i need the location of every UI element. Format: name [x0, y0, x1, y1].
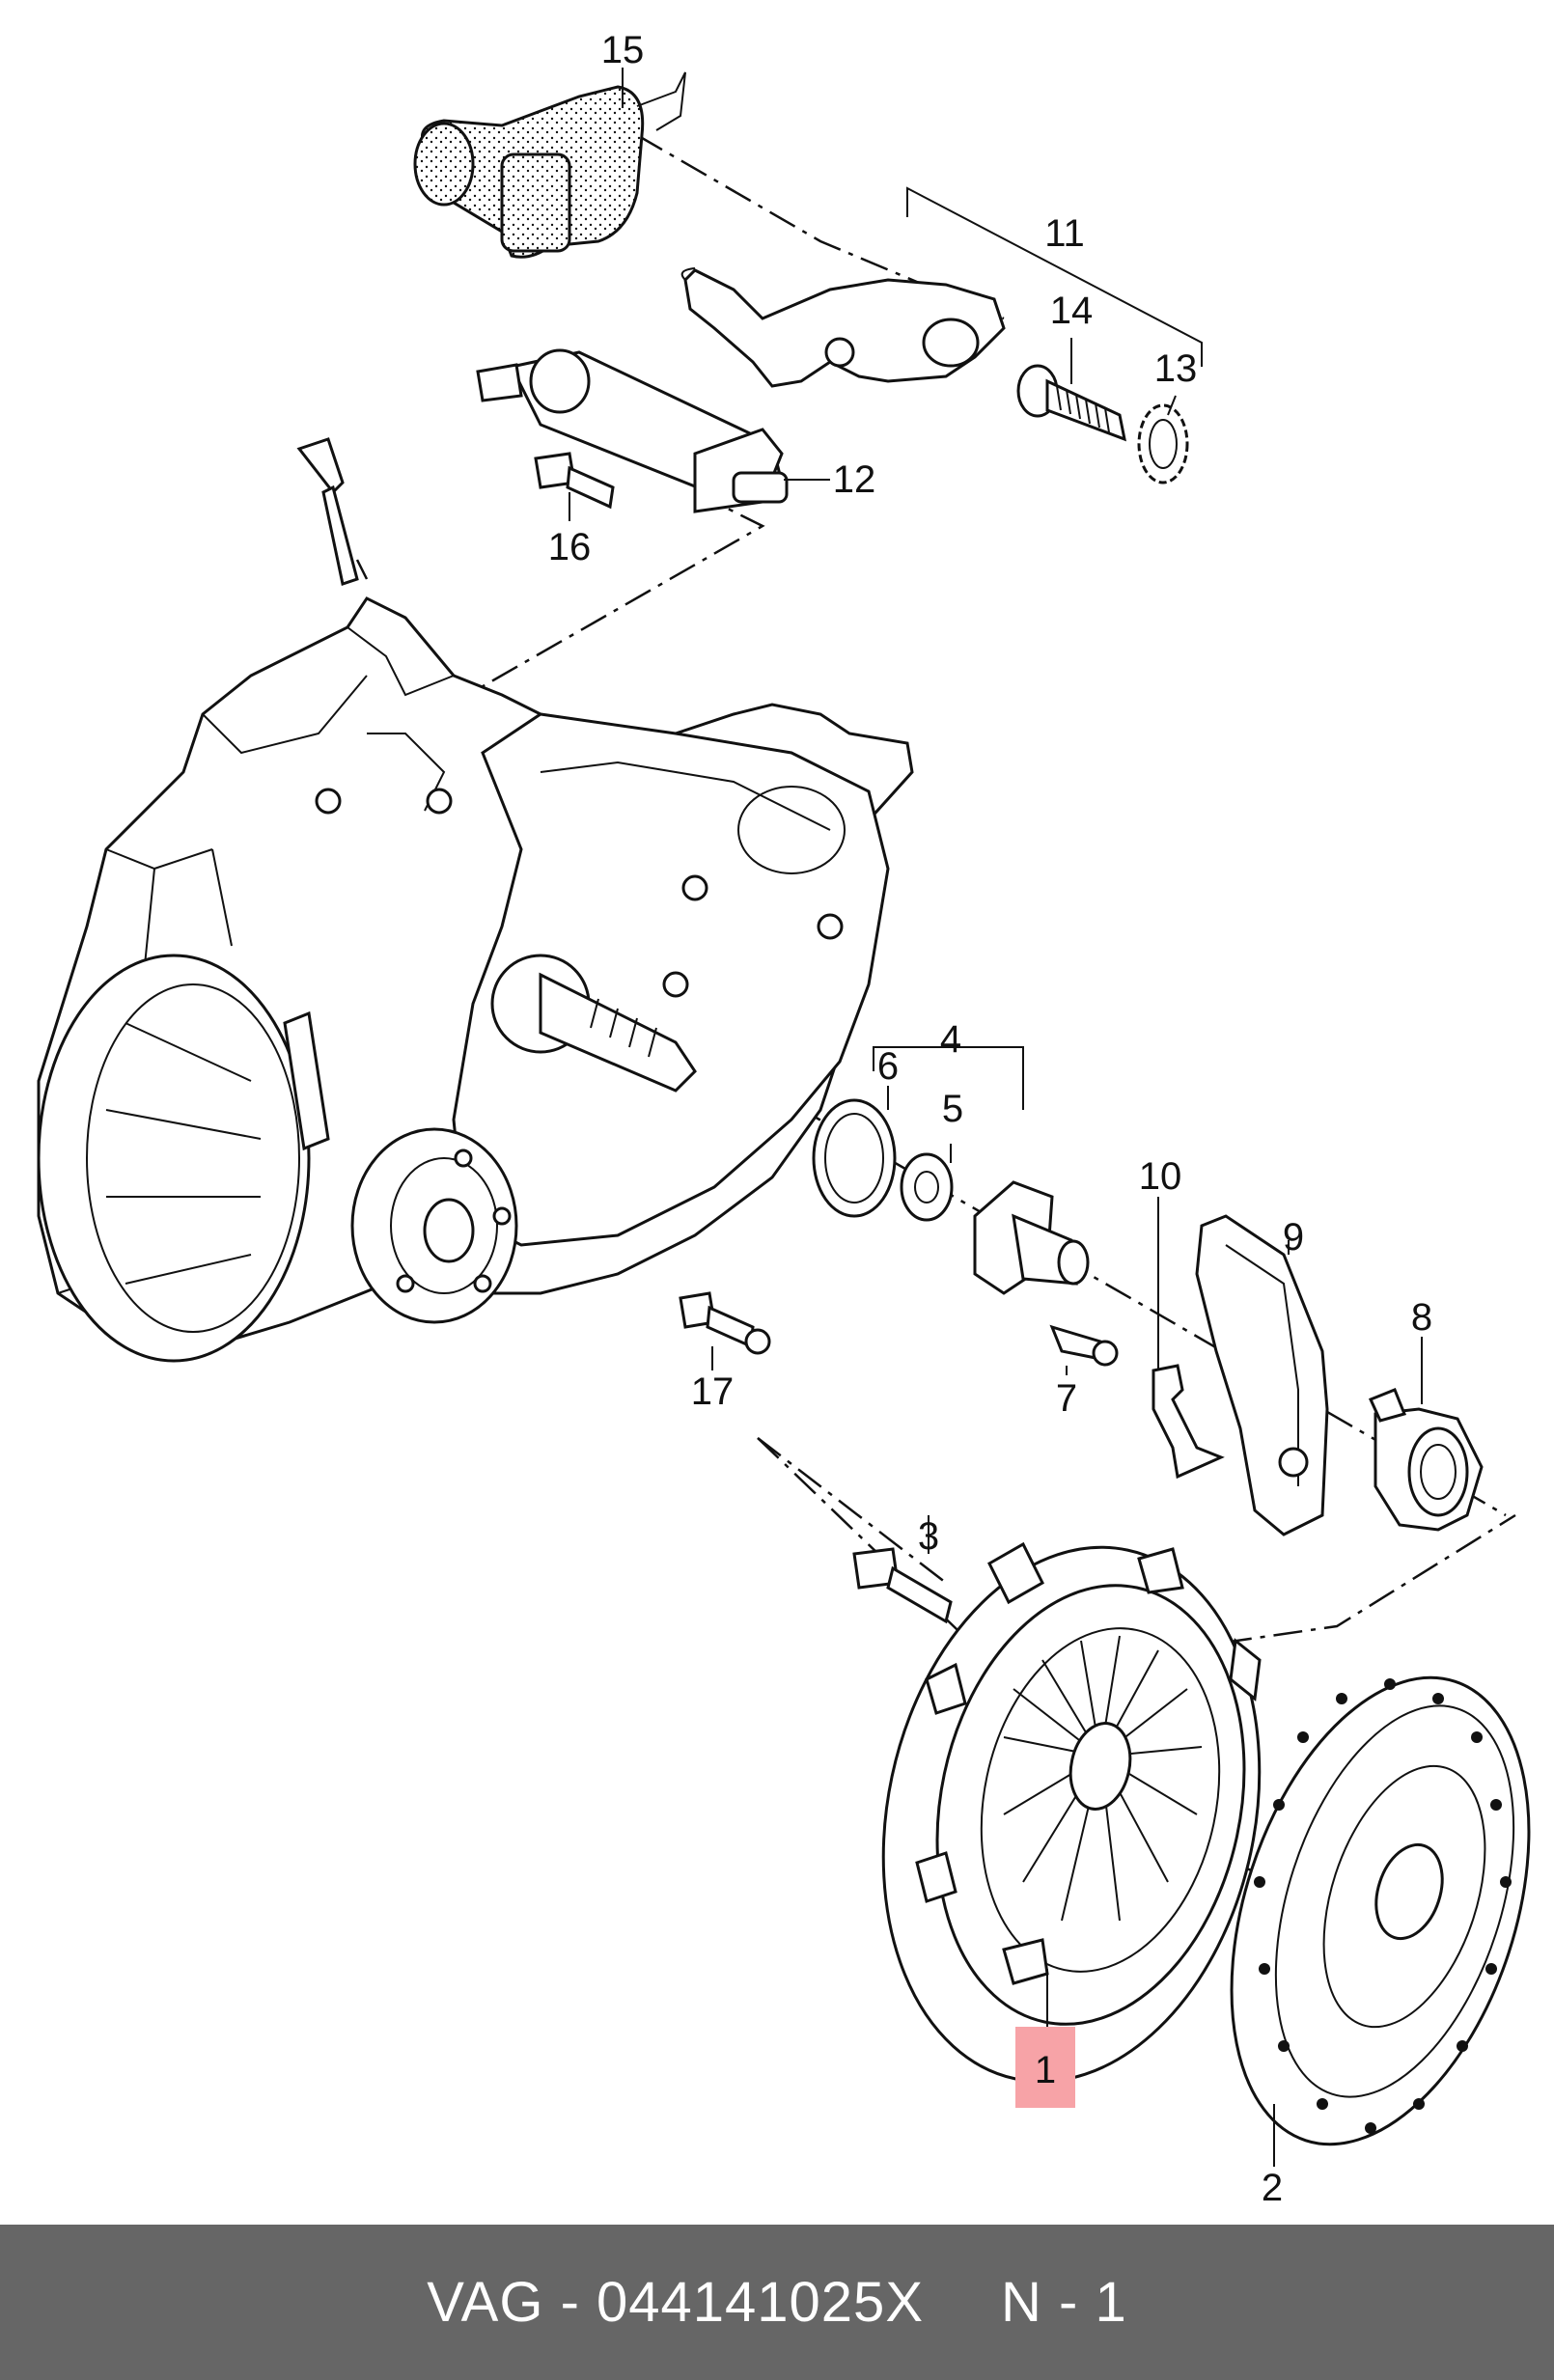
- part-1-pressure-plate: [881, 1541, 1262, 2084]
- callout-13: 13: [1154, 347, 1198, 390]
- callout-10: 10: [1139, 1155, 1182, 1198]
- callout-12: 12: [833, 458, 876, 501]
- part-7-bolt: [1049, 1324, 1119, 1367]
- callout-3: 3: [918, 1515, 939, 1558]
- part-2-clutch-disc: [1230, 1675, 1531, 2146]
- callout-14: 14: [1050, 290, 1094, 332]
- part-number: VAG - 044141025X: [427, 2271, 925, 2334]
- part-number-footer: VAG - 044141025X N - 1: [0, 2225, 1554, 2380]
- callout-1: 1: [1035, 2049, 1056, 2091]
- clutch-exploded-diagram: 15 11 14 13 12 16 4 6 5 10 9 8 7 17 3 1 …: [37, 29, 1531, 2209]
- part-13-circlip: [1137, 403, 1189, 484]
- part-17-bolt: [679, 1291, 771, 1355]
- part-15-shift-housing: [413, 71, 686, 259]
- position-number: N - 1: [1001, 2271, 1127, 2334]
- leader-lines: [569, 68, 1423, 2167]
- footer-text: VAG - 044141025X N - 1: [427, 2270, 1126, 2335]
- callout-7: 7: [1056, 1377, 1077, 1420]
- callout-9: 9: [1283, 1216, 1304, 1259]
- callout-17: 17: [691, 1370, 735, 1413]
- part-10-retaining-clip: [1152, 1364, 1225, 1480]
- part-8-release-bearing: [1368, 1388, 1484, 1532]
- callout-5: 5: [942, 1088, 963, 1130]
- callout-16: 16: [548, 526, 592, 568]
- highlight-box: [1015, 2027, 1075, 2108]
- part-9-release-lever: [1195, 1214, 1329, 1536]
- part-16-bolt: [534, 452, 615, 510]
- callout-15: 15: [601, 29, 645, 71]
- part-12-slave-cylinder: [476, 348, 789, 513]
- differential-cover: [37, 954, 518, 1363]
- part-3-bolt: [852, 1547, 953, 1624]
- part-6-gasket: [812, 1098, 897, 1218]
- callout-2: 2: [1262, 2167, 1283, 2209]
- part-5-seal: [900, 1152, 954, 1222]
- callout-11: 11: [1044, 212, 1085, 255]
- breather-plug: [296, 437, 359, 586]
- part-11-selector-lever: [680, 267, 1006, 388]
- callout-6: 6: [877, 1045, 899, 1088]
- callout-4: 4: [940, 1018, 961, 1061]
- callouts: 15 11 14 13 12 16 4 6 5 10 9 8 7 17 3 1 …: [548, 29, 1432, 2209]
- part-14-spring-bolt: [1016, 364, 1127, 442]
- callout-8: 8: [1411, 1296, 1432, 1339]
- part-4-guide-sleeve: [973, 1180, 1090, 1295]
